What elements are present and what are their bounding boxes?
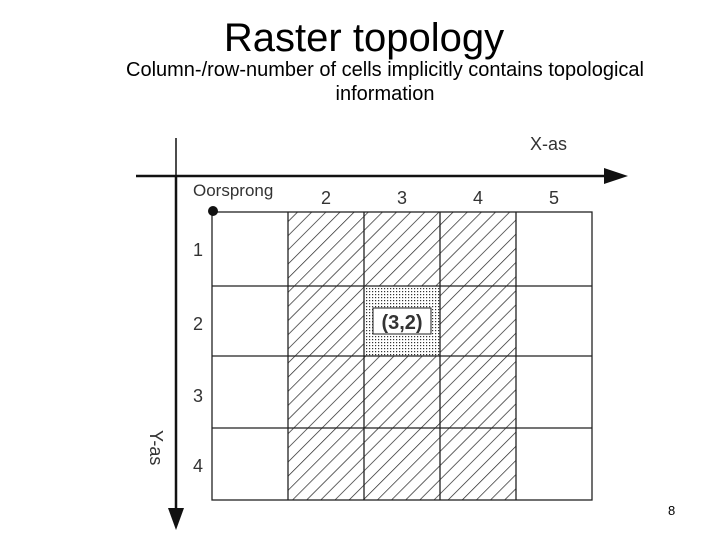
hatched-column-3-top <box>364 212 440 286</box>
cell-label-3-2: (3,2) <box>381 312 422 334</box>
y-axis-arrow-icon <box>168 508 184 530</box>
row-label: 4 <box>193 456 203 476</box>
row-label: 2 <box>193 314 203 334</box>
row-label: 3 <box>193 386 203 406</box>
column-label: 2 <box>321 188 331 208</box>
column-label: 3 <box>397 188 407 208</box>
subtitle-line-2: information <box>335 83 435 105</box>
row-label: 1 <box>193 240 203 260</box>
grid-lines <box>211 211 593 501</box>
y-axis <box>168 176 184 530</box>
column-label: 4 <box>473 188 483 208</box>
row-labels: 1 2 3 4 <box>193 240 203 476</box>
column-labels: 2 3 4 5 <box>321 188 559 208</box>
column-label: 5 <box>549 188 559 208</box>
x-axis-label: X-as <box>530 134 567 154</box>
x-axis <box>136 138 628 184</box>
slide-title: Raster topology <box>223 16 505 60</box>
cell-label-box <box>372 307 432 335</box>
subtitle-line-1: Column-/row-number of cells implicitly c… <box>126 59 644 81</box>
origin-label: Oorsprong <box>193 181 273 200</box>
page-number: 8 <box>668 503 676 518</box>
x-axis-arrow-icon <box>604 168 628 184</box>
y-axis-label: Y-as <box>146 430 166 465</box>
origin-dot <box>208 206 218 216</box>
slide-subtitle: Column-/row-number of cells implicitly c… <box>40 58 728 106</box>
